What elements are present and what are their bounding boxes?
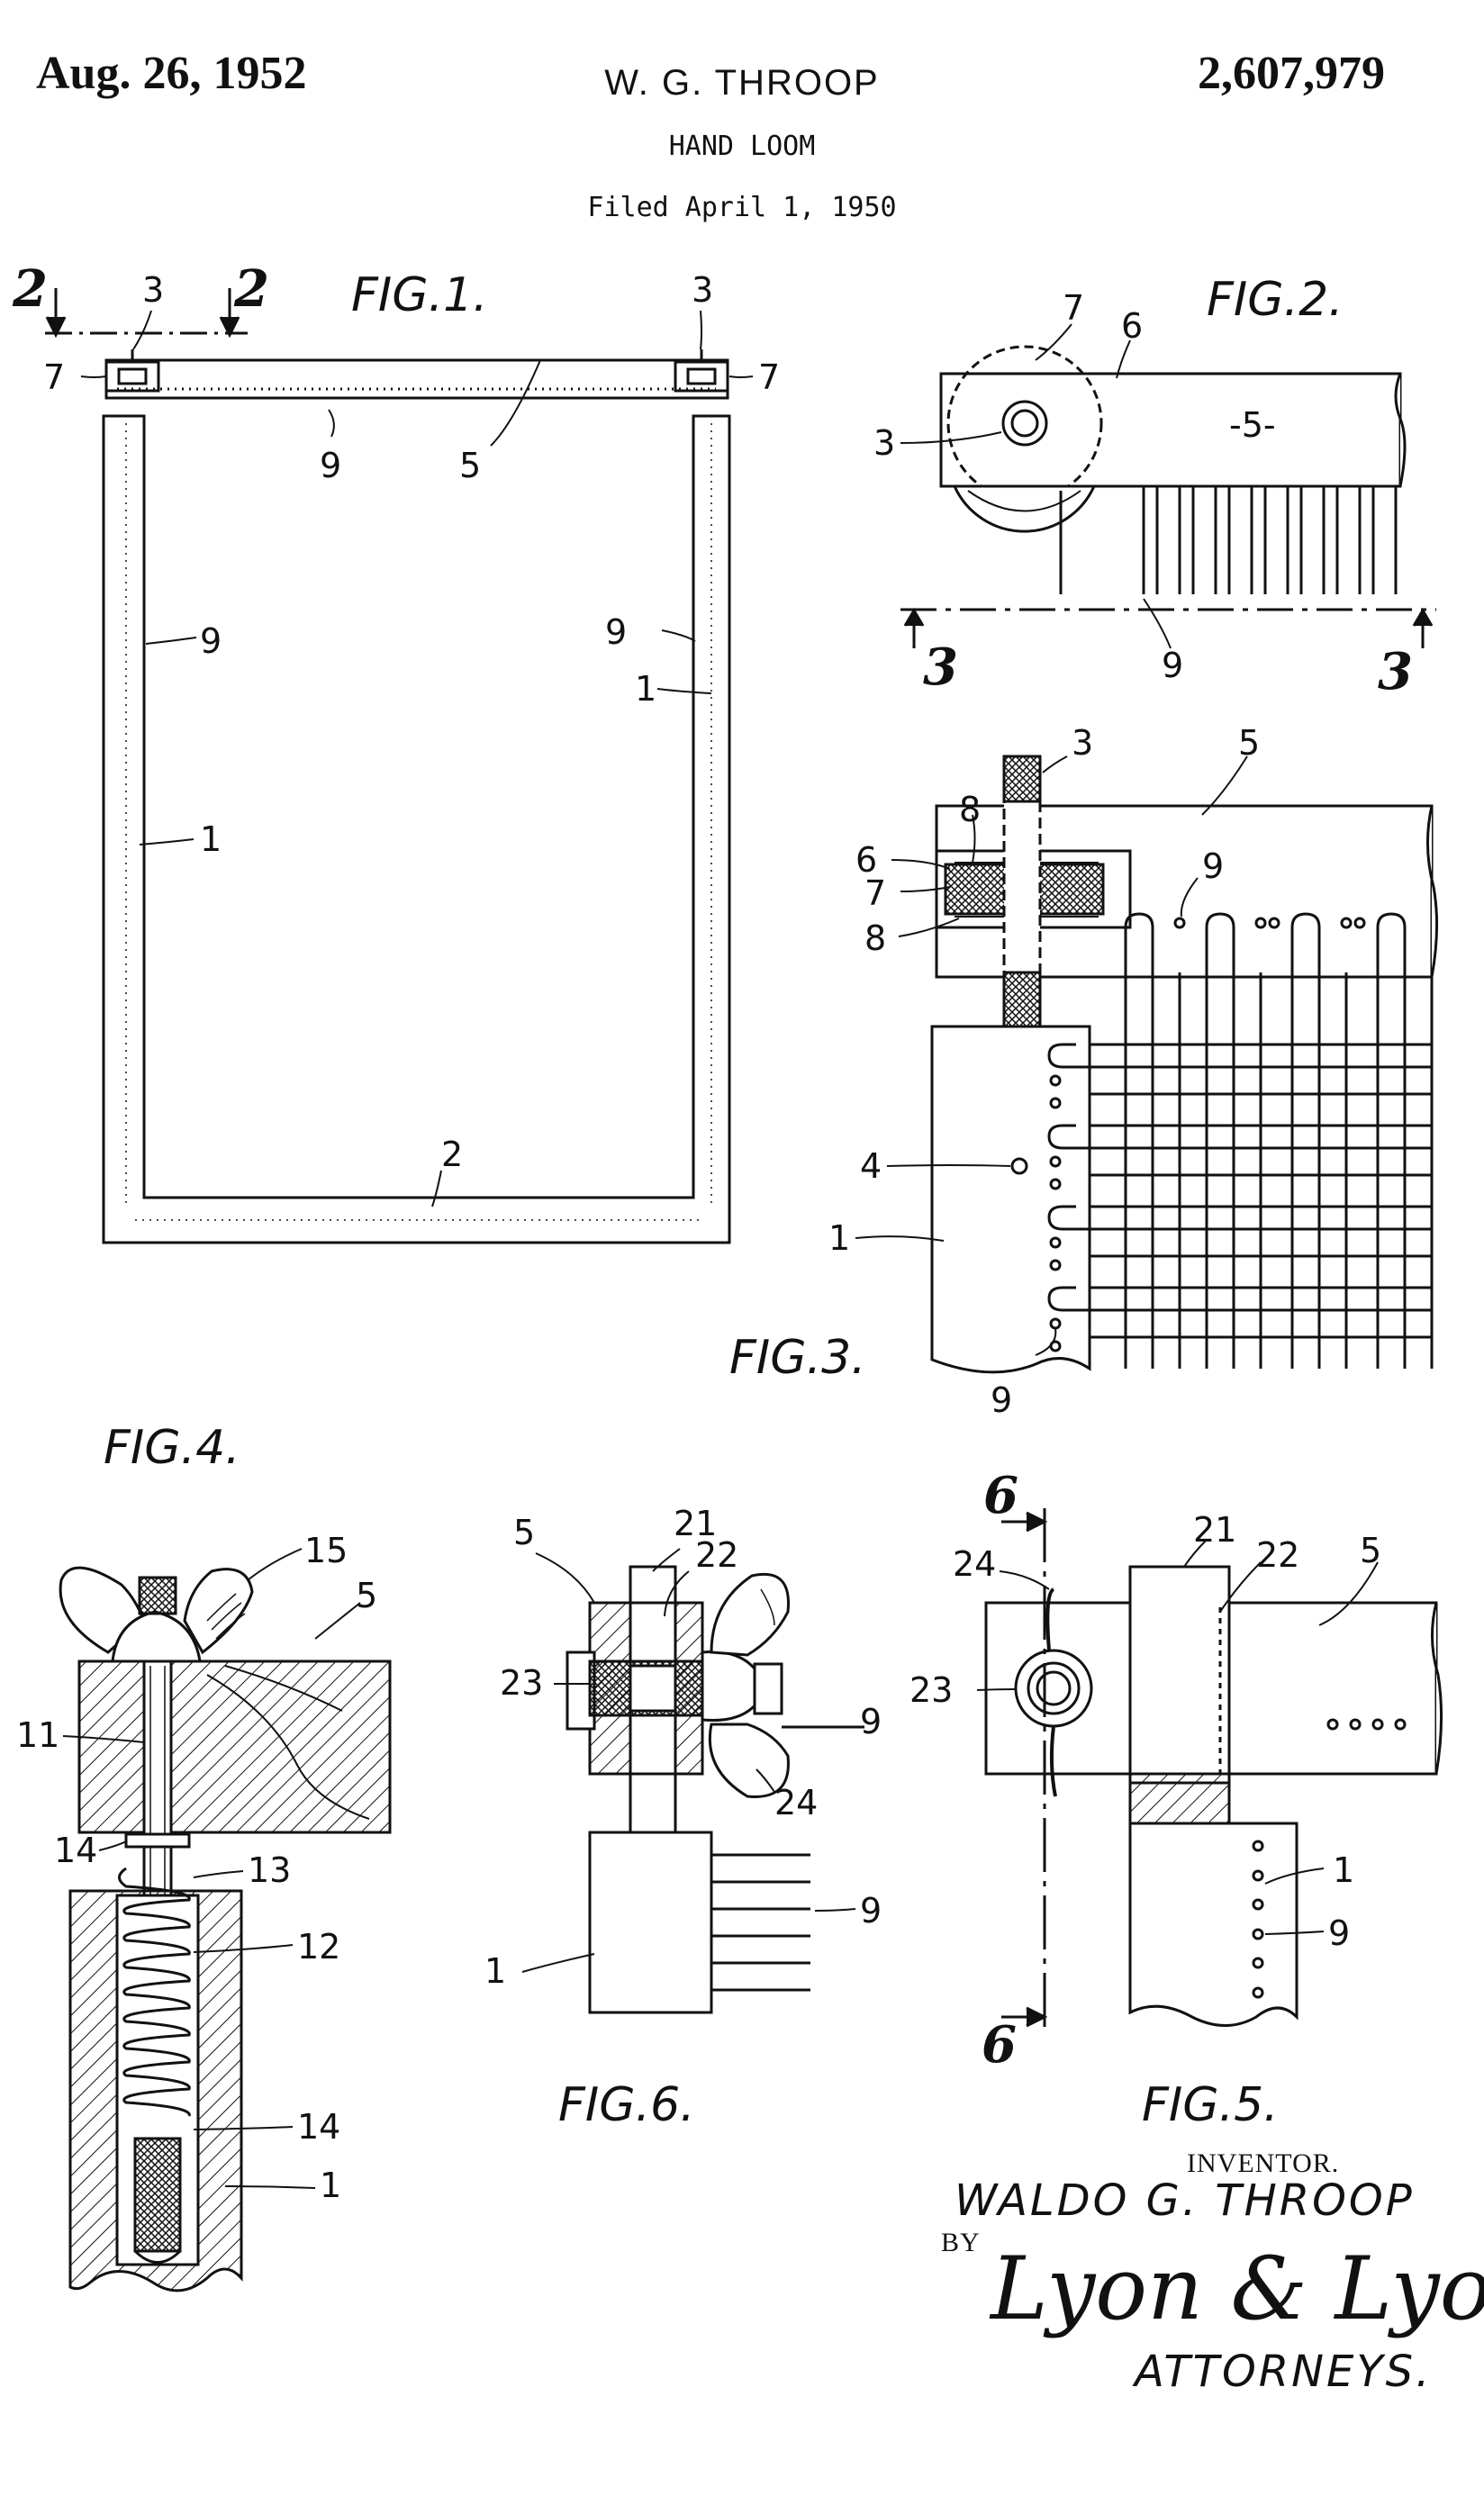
fig5-label-9: 9 <box>1328 1913 1350 1953</box>
fig5-label-21: 21 <box>1193 1510 1236 1550</box>
figure-6-section <box>522 1549 864 2012</box>
by-label: BY <box>941 2228 981 2257</box>
fig3-label-8-top: 8 <box>959 790 981 829</box>
fig3-label-8-bottom: 8 <box>864 918 886 958</box>
fig4-heddle-bar-section <box>79 1661 390 1832</box>
fig6-label-9-top: 9 <box>860 1702 882 1741</box>
fig1-label-7-right: 7 <box>758 357 780 397</box>
fig5-side-bar <box>1130 1823 1297 2026</box>
fig1-label-1-right: 1 <box>635 669 656 709</box>
fig3-label-3: 3 <box>1072 723 1093 763</box>
fig1-label-5: 5 <box>459 446 481 485</box>
fig5-label-1: 1 <box>1333 1850 1354 1890</box>
fig1-label-9-right: 9 <box>605 612 627 652</box>
fig6-label-9-bottom: 9 <box>860 1891 882 1931</box>
fig2-label-6: 6 <box>1121 306 1143 346</box>
fig5-label-24: 24 <box>953 1544 996 1584</box>
fig4-label-14-top: 14 <box>54 1831 97 1870</box>
fig4-label-1: 1 <box>320 2166 341 2205</box>
fig1-section-label-right: 2 <box>233 259 269 319</box>
fig6-label-23: 23 <box>500 1663 543 1703</box>
fig1-label-7-left: 7 <box>43 357 65 397</box>
fig4-label-14-bottom: 14 <box>297 2107 340 2147</box>
fig3-label-4: 4 <box>860 1146 882 1186</box>
fig2-label-7: 7 <box>1063 288 1084 328</box>
fig5-strap <box>1130 1567 1229 1783</box>
fig1-section-label-left: 2 <box>12 259 48 319</box>
fig5-caption: FIG.5. <box>1142 2078 1279 2132</box>
fig3-label-7: 7 <box>864 873 886 913</box>
fig6-label-22: 22 <box>695 1535 738 1575</box>
fig2-label-5: -5- <box>1229 405 1276 445</box>
fig6-label-24: 24 <box>774 1783 818 1822</box>
fig3-label-9-top: 9 <box>1202 846 1224 886</box>
fig6-label-1: 1 <box>484 1951 506 1991</box>
fig6-label-5: 5 <box>513 1513 535 1552</box>
fig1-caption: FIG.1. <box>351 268 488 322</box>
fig5-section-label-bottom: 6 <box>982 2015 1017 2075</box>
fig2-heddle-bar <box>941 374 1400 486</box>
inventor-label: INVENTOR. <box>1187 2148 1339 2178</box>
svg-text:Lyon & Lyon: Lyon & Lyon <box>989 2238 1484 2339</box>
fig3-side-bar <box>932 1026 1090 1372</box>
fig1-label-3-right: 3 <box>692 270 713 310</box>
fig4-label-13: 13 <box>248 1850 291 1890</box>
fig3-caption: FIG.3. <box>729 1331 866 1385</box>
fig2-label-3: 3 <box>873 423 895 463</box>
fig1-heddle-bar <box>106 360 728 398</box>
attorney-signature: Lyon & Lyon <box>989 2238 1484 2339</box>
fig4-caption: FIG.4. <box>104 1421 240 1475</box>
figure-2-top-view <box>900 324 1436 648</box>
fig5-label-23: 23 <box>909 1670 953 1710</box>
fig4-label-15: 15 <box>304 1531 348 1570</box>
attorneys-label: ATTORNEYS. <box>1132 2347 1432 2397</box>
fig1-label-2: 2 <box>441 1135 463 1174</box>
fig6-side-bar <box>590 1832 711 2012</box>
figure-5-top-view <box>977 1508 1442 2030</box>
figure-1-loom-frame <box>45 288 753 1243</box>
fig3-label-9-bottom: 9 <box>991 1380 1012 1420</box>
fig3-label-1: 1 <box>828 1218 850 1258</box>
fig3-label-5: 5 <box>1238 723 1260 763</box>
fig4-label-5: 5 <box>356 1576 377 1615</box>
fig4-label-12: 12 <box>297 1927 340 1967</box>
fig1-label-9-top: 9 <box>320 446 341 485</box>
fig1-label-3-left: 3 <box>142 270 164 310</box>
figure-3-side-view <box>855 756 1437 1372</box>
fig5-label-5: 5 <box>1360 1531 1381 1570</box>
fig1-frame <box>104 416 729 1243</box>
fig2-section-label-left: 3 <box>923 638 958 697</box>
fig5-section-label-top: 6 <box>983 1466 1018 1525</box>
fig2-label-9: 9 <box>1162 646 1183 685</box>
fig5-label-22: 22 <box>1256 1535 1299 1575</box>
fig2-caption: FIG.2. <box>1207 273 1344 327</box>
fig2-section-label-right: 3 <box>1378 642 1413 701</box>
fig6-caption: FIG.6. <box>558 2078 695 2132</box>
fig1-label-9-left: 9 <box>200 621 222 661</box>
fig4-label-11: 11 <box>16 1715 59 1755</box>
fig1-label-1-left: 1 <box>200 819 222 859</box>
inventor-name: WALDO G. THROOP <box>955 2175 1415 2226</box>
